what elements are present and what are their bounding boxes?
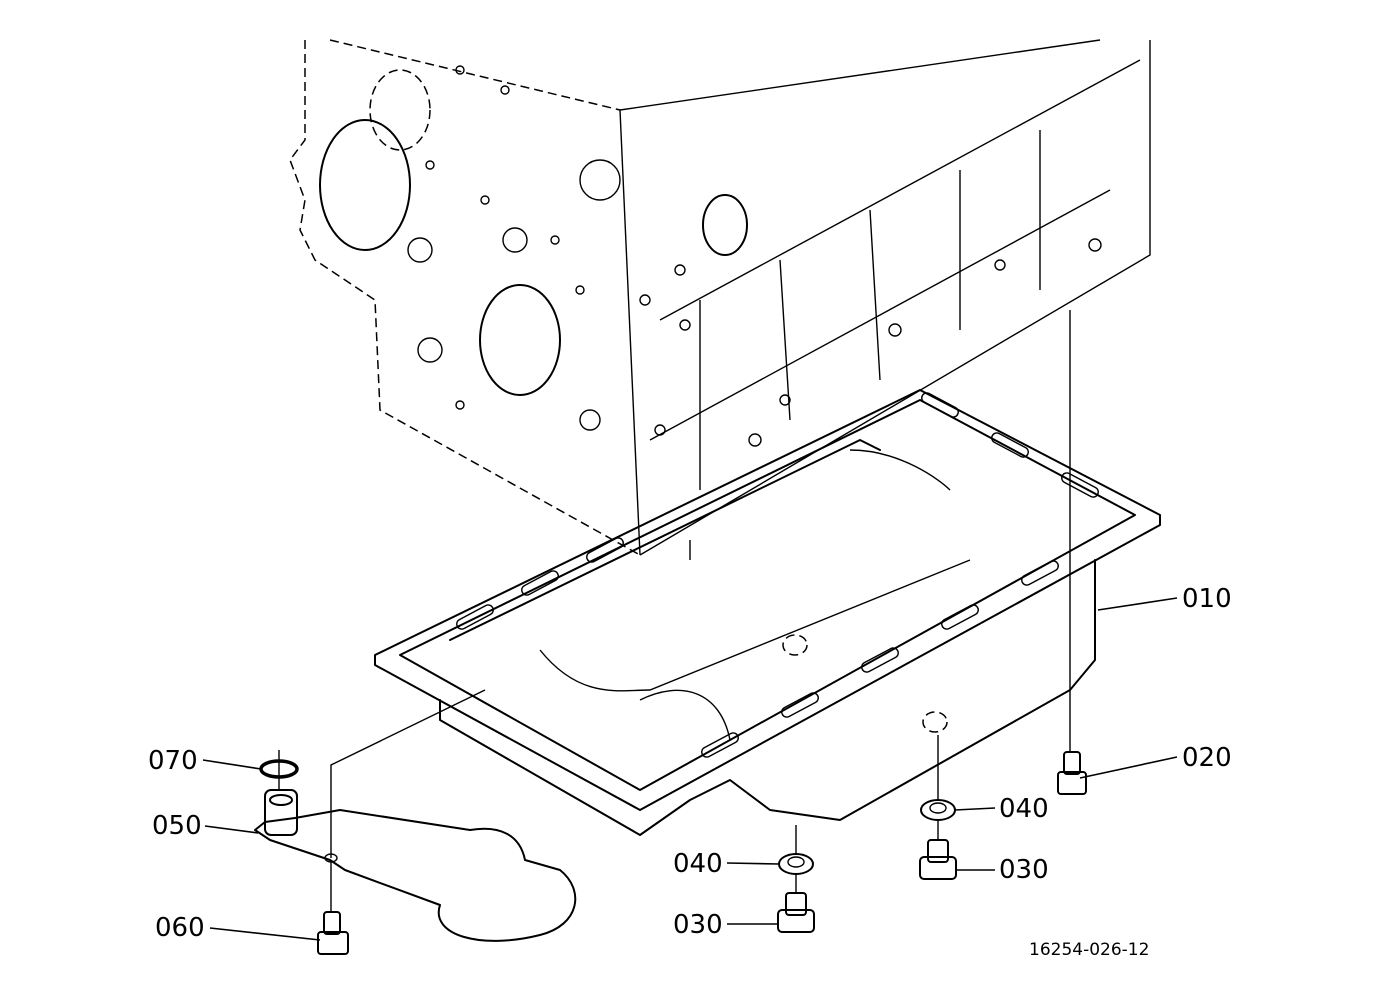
callout-050: 050 — [152, 811, 202, 841]
diagram-reference-number: 16254-026-12 — [1029, 940, 1150, 960]
oil-strainer — [254, 789, 577, 942]
callout-030-right: 030 — [999, 855, 1049, 885]
drain-washer-right — [920, 799, 956, 821]
callout-030-left: 030 — [673, 910, 723, 940]
oil-pan — [374, 389, 1161, 836]
callout-040-right: 040 — [999, 794, 1049, 824]
callout-060: 060 — [155, 913, 205, 943]
drain-plug-left — [777, 892, 815, 933]
callout-010: 010 — [1182, 584, 1232, 614]
drain-plug-right — [919, 839, 957, 880]
callout-040-left: 040 — [673, 849, 723, 879]
pan-bolt-020 — [1057, 751, 1087, 795]
drain-washer-left — [778, 853, 814, 875]
callout-020: 020 — [1182, 743, 1232, 773]
callout-070: 070 — [148, 746, 198, 776]
strainer-bolt-060 — [317, 911, 349, 955]
engine-block — [289, 39, 1151, 556]
